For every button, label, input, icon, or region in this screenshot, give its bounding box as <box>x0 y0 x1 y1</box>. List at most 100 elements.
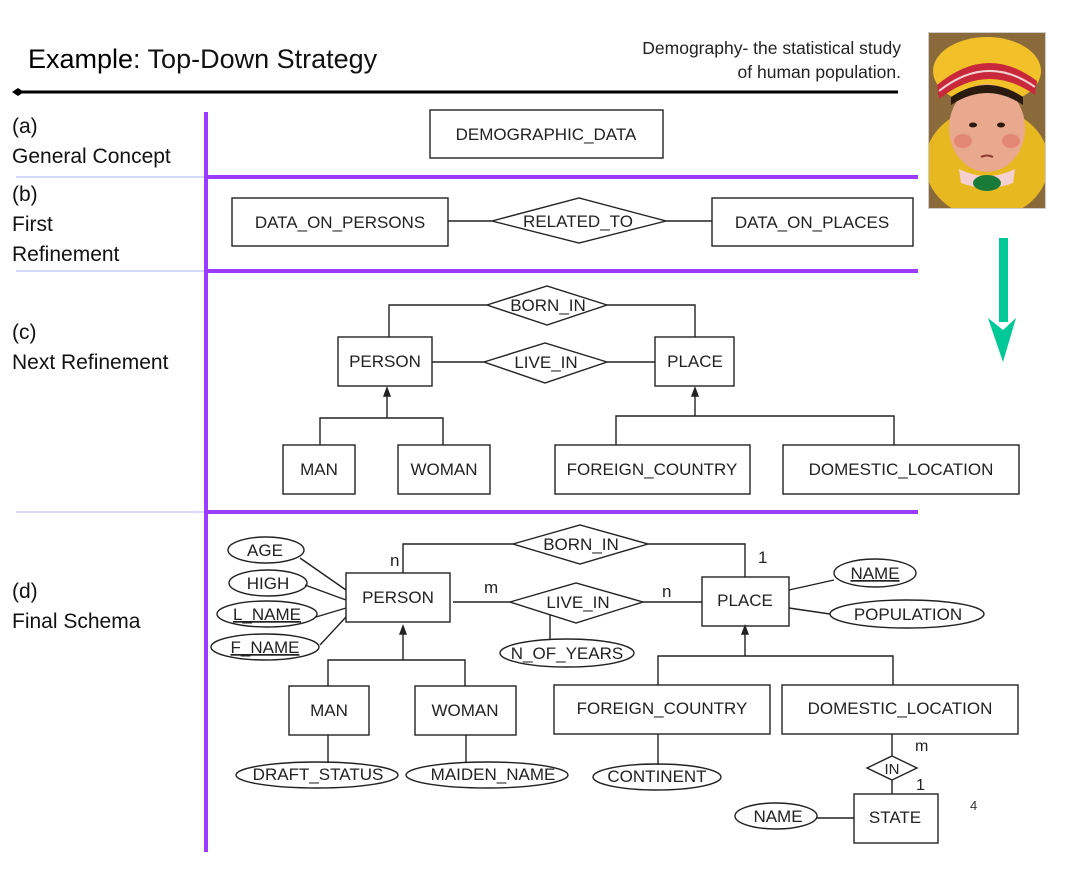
title-rule-diamond <box>12 88 24 96</box>
rel-in-label: IN <box>885 761 900 778</box>
attr-n-of-years <box>499 638 635 668</box>
entity-woman-d-label: WOMAN <box>431 701 498 720</box>
attr-high <box>228 569 308 597</box>
entity-foreign-country-d <box>553 684 771 735</box>
label-separators <box>16 176 206 513</box>
entity-foreign-country-d-label: FOREIGN_COUNTRY <box>577 699 748 718</box>
rel-born-in-c-label: BORN_IN <box>510 296 586 315</box>
link-person-born-d <box>402 543 513 573</box>
entity-state-label: STATE <box>869 808 921 827</box>
stage-b-diagram: DATA_ON_PERSONS RELATED_TO DATA_ON_PLACE… <box>231 197 914 247</box>
rel-live-in-d-label: LIVE_IN <box>546 593 609 612</box>
attr-n-of-years-label: N_OF_YEARS <box>511 644 623 663</box>
link-born-place-d <box>648 543 746 577</box>
attr-draft-status-label: DRAFT_STATUS <box>253 765 384 784</box>
link-born-place <box>607 304 696 337</box>
stage-b-tag: (b) <box>12 183 38 206</box>
stage-b-name-1: First <box>12 213 53 236</box>
entity-domestic-location-c <box>782 444 1020 495</box>
attr-place-name-label: NAME <box>850 564 899 583</box>
attr-state-name-label: NAME <box>753 807 802 826</box>
isa-person-c-branch <box>319 417 444 445</box>
refinement-arrow-icon <box>988 238 1016 362</box>
attr-f-name-label: F_NAME <box>231 638 300 657</box>
card-live-person: m <box>484 578 498 597</box>
entity-domestic-location-d-label: DOMESTIC_LOCATION <box>808 699 993 718</box>
entity-woman-c <box>397 444 491 495</box>
stage-d-tag: (d) <box>12 580 38 603</box>
link-person-born <box>388 304 487 337</box>
definition-line-2: of human population. <box>737 62 901 82</box>
attr-draft-status <box>235 761 399 789</box>
link-l-name <box>315 607 347 618</box>
attr-population-label: POPULATION <box>854 605 962 624</box>
card-in-state: 1 <box>916 777 925 794</box>
isa-place-d-arrowhead <box>740 624 750 635</box>
definition-note: Demography- the statistical study of hum… <box>642 36 901 84</box>
stage-d-name: Final Schema <box>12 610 141 633</box>
stage-c-tag: (c) <box>12 321 37 344</box>
isa-person-d-arrowhead <box>398 624 408 635</box>
entity-data-on-persons <box>231 197 449 247</box>
attr-state-name <box>734 802 818 830</box>
entity-man-d-label: MAN <box>310 701 348 720</box>
card-in-domestic: m <box>915 738 928 755</box>
entity-person-d-label: PERSON <box>362 588 434 607</box>
attr-l-name-label: L_NAME <box>233 605 301 624</box>
entity-demographic-data-label: DEMOGRAPHIC_DATA <box>456 125 637 144</box>
entity-place-c-label: PLACE <box>667 352 723 371</box>
attr-maiden-name <box>405 761 569 789</box>
entity-woman-c-label: WOMAN <box>410 460 477 479</box>
link-high <box>304 584 347 601</box>
stage-a-name: General Concept <box>12 145 171 168</box>
entity-place-d-label: PLACE <box>717 591 773 610</box>
slide-title: Example: Top-Down Strategy <box>28 44 377 75</box>
entity-foreign-country-c-label: FOREIGN_COUNTRY <box>567 460 738 479</box>
entity-man-d <box>288 685 370 736</box>
link-place-population <box>788 607 831 615</box>
attr-continent-label: CONTINENT <box>607 767 706 786</box>
attr-f-name <box>210 633 320 661</box>
card-born-place: 1 <box>758 548 767 567</box>
entity-domestic-location-c-label: DOMESTIC_LOCATION <box>809 460 994 479</box>
stage-c-label: (c) Next Refinement <box>12 318 168 378</box>
isa-person-d-branch <box>327 659 466 686</box>
entity-place-c <box>654 336 735 387</box>
definition-line-1: Demography- the statistical study <box>642 38 901 58</box>
stage-a-diagram: DEMOGRAPHIC_DATA <box>429 109 664 159</box>
card-born-person: n <box>390 551 399 570</box>
title-bold: Example <box>28 44 134 74</box>
isa-person-c-arrowhead <box>382 386 392 397</box>
rel-born-in-d-label: BORN_IN <box>543 535 619 554</box>
page-number: 4 <box>970 798 978 813</box>
stage-dividers <box>204 112 918 852</box>
entity-data-on-places-label: DATA_ON_PLACES <box>735 213 889 232</box>
entity-foreign-country-c <box>554 444 751 495</box>
card-live-place: n <box>662 582 671 601</box>
link-f-name <box>319 616 347 646</box>
link-age <box>299 557 347 591</box>
rel-in <box>865 755 919 781</box>
isa-place-d-branch <box>657 655 894 685</box>
attr-continent <box>592 763 722 791</box>
entity-domestic-location-d <box>781 684 1019 735</box>
rel-related-to-label: RELATED_TO <box>523 212 633 231</box>
attr-high-label: HIGH <box>247 574 290 593</box>
stage-a-tag: (a) <box>12 115 38 138</box>
isa-place-c-branch <box>615 415 895 445</box>
baby-photo-illustration <box>929 33 1045 208</box>
entity-person-d <box>345 572 451 623</box>
attr-place-name <box>833 558 917 588</box>
attr-l-name <box>216 600 318 628</box>
stage-d-diagram: AGE HIGH L_NAME F_NAME PERSON n BORN_IN … <box>210 524 1019 844</box>
entity-man-c-label: MAN <box>300 460 338 479</box>
stage-a-label: (a) General Concept <box>12 112 171 172</box>
stage-c-diagram: BORN_IN PERSON LIVE_IN PLACE MAN WOMAN F… <box>282 285 1020 495</box>
entity-demographic-data <box>429 109 664 159</box>
entity-data-on-places <box>711 197 914 247</box>
attr-age-label: AGE <box>247 541 283 560</box>
entity-person-c-label: PERSON <box>349 352 421 371</box>
rel-live-in-c-label: LIVE_IN <box>514 353 577 372</box>
attr-age <box>227 536 305 564</box>
